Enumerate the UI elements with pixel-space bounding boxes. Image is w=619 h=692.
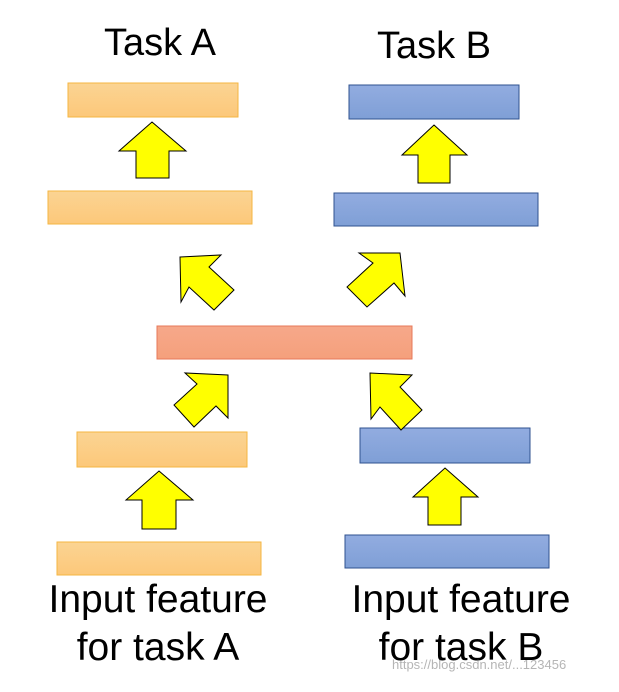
- input-feature-b-label: Input feature for task B: [321, 578, 601, 676]
- arrow-up-icon: [124, 470, 195, 530]
- shared-layer: [156, 325, 413, 360]
- task-b-title: Task B: [376, 25, 492, 67]
- input-a-line2: for task A: [76, 626, 240, 669]
- input-b-upper-layer: [359, 427, 531, 464]
- input-b-bottom-layer: [344, 534, 550, 569]
- task-a-second-layer: [47, 190, 253, 225]
- task-a-title: Task A: [104, 22, 216, 64]
- arrow-diagonal-up-left-icon: [179, 254, 235, 311]
- input-a-upper-layer: [76, 431, 248, 468]
- input-b-line1: Input feature: [351, 578, 571, 621]
- arrow-diagonal-up-right-icon: [173, 372, 229, 428]
- arrow-diagonal-up-right-icon: [346, 252, 406, 308]
- task-a-top-layer: [67, 82, 239, 118]
- arrow-up-icon: [400, 124, 469, 184]
- task-b-top-layer: [348, 84, 520, 120]
- input-a-line1: Input feature: [48, 578, 268, 621]
- watermark: https://blog.csdn.net/...123456: [392, 657, 567, 672]
- arrow-up-icon: [117, 121, 188, 179]
- arrow-diagonal-up-left-icon: [369, 372, 423, 431]
- input-a-bottom-layer: [56, 541, 262, 576]
- task-b-second-layer: [333, 192, 539, 227]
- arrow-up-icon: [411, 467, 480, 526]
- input-feature-a-label: Input feature for task A: [18, 578, 298, 676]
- input-b-line2: for task B: [378, 626, 544, 669]
